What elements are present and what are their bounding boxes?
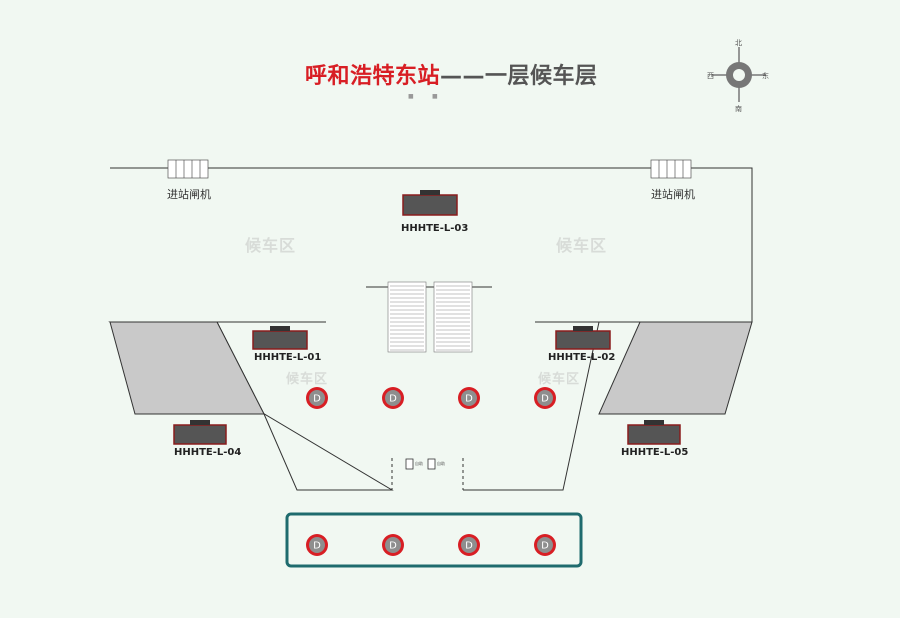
waiting-zone-right: 候车区 [556,236,608,255]
marker-hall-3-letter: D [465,394,473,405]
waiting-zone-center-right: 候车区 [538,372,581,387]
marker-hall-2-letter: D [389,394,397,405]
page-title: 呼和浩特东站——一层候车层 [305,58,598,90]
waiting-zone-center-left: 候车区 [286,372,329,387]
screen-label-04: HHHTE-L-04 [174,447,242,458]
marker-highlight-3-letter: D [465,541,473,552]
marker-hall-4-letter: D [541,394,549,405]
title-dash: —— [440,64,486,89]
gate-label-left: 进站闸机 [167,188,211,201]
left-escalator-block [109,321,265,415]
screen-hhhte-l-03[interactable] [402,190,458,216]
screen-label-03: HHHTE-L-03 [401,223,469,234]
screen-label-05: HHHTE-L-05 [621,447,689,458]
compass-east: 东 [762,72,769,80]
marker-hall-1-letter: D [313,394,321,405]
marker-highlight-4[interactable]: D [534,534,556,556]
right-escalator-block [598,321,753,415]
screen-hhhte-l-02[interactable] [555,326,611,350]
central-staircase [366,281,492,353]
screen-label-01: HHHTE-L-01 [254,352,322,363]
marker-highlight-3[interactable]: D [458,534,480,556]
marker-highlight-2-letter: D [389,541,397,552]
highlight-frame [285,512,583,568]
screen-hhhte-l-04[interactable] [173,420,227,445]
gate-icon-left [167,159,209,179]
marker-highlight-4-letter: D [541,541,549,552]
compass-icon [712,47,766,102]
marker-highlight-1-letter: D [313,541,321,552]
subtitle-mark-1: ■ [408,93,414,100]
marker-highlight-1[interactable]: D [306,534,328,556]
ticket-machines [405,458,436,470]
gate-label-right: 进站闸机 [651,188,695,201]
screen-hhhte-l-05[interactable] [627,420,681,445]
ticket-label-2: 自助 [437,461,445,466]
screen-hhhte-l-01[interactable] [252,326,308,350]
station-name: 呼和浩特东站 [305,64,441,89]
ticket-label-1: 自助 [415,461,423,466]
compass-west: 西 [707,72,714,80]
marker-hall-3[interactable]: D [458,387,480,409]
marker-hall-2[interactable]: D [382,387,404,409]
floor-name: 一层候车层 [485,64,598,89]
marker-hall-1[interactable]: D [306,387,328,409]
gate-icon-right [650,159,692,179]
compass-south: 南 [735,105,742,113]
subtitle-mark-2: ■ [432,93,438,100]
waiting-zone-left: 候车区 [245,236,297,255]
marker-hall-4[interactable]: D [534,387,556,409]
marker-highlight-2[interactable]: D [382,534,404,556]
compass-north: 北 [735,39,742,47]
screen-label-02: HHHTE-L-02 [548,352,616,363]
